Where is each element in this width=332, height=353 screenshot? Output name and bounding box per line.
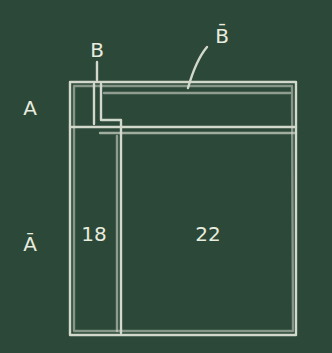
set-letter: A bbox=[23, 96, 37, 120]
count-number: 22 bbox=[195, 223, 220, 246]
set-label: A bbox=[23, 97, 37, 120]
set-letter: B̄ bbox=[215, 24, 229, 48]
set-label: B̄ bbox=[215, 25, 229, 48]
set-label: Ā bbox=[23, 233, 37, 256]
set-letter: Ā bbox=[23, 232, 37, 256]
region-box: 18 bbox=[72, 137, 116, 331]
set-letter: B bbox=[90, 38, 104, 62]
set-label: B bbox=[90, 39, 104, 62]
count-number: 18 bbox=[81, 223, 106, 246]
region-box: 22 bbox=[124, 137, 292, 331]
